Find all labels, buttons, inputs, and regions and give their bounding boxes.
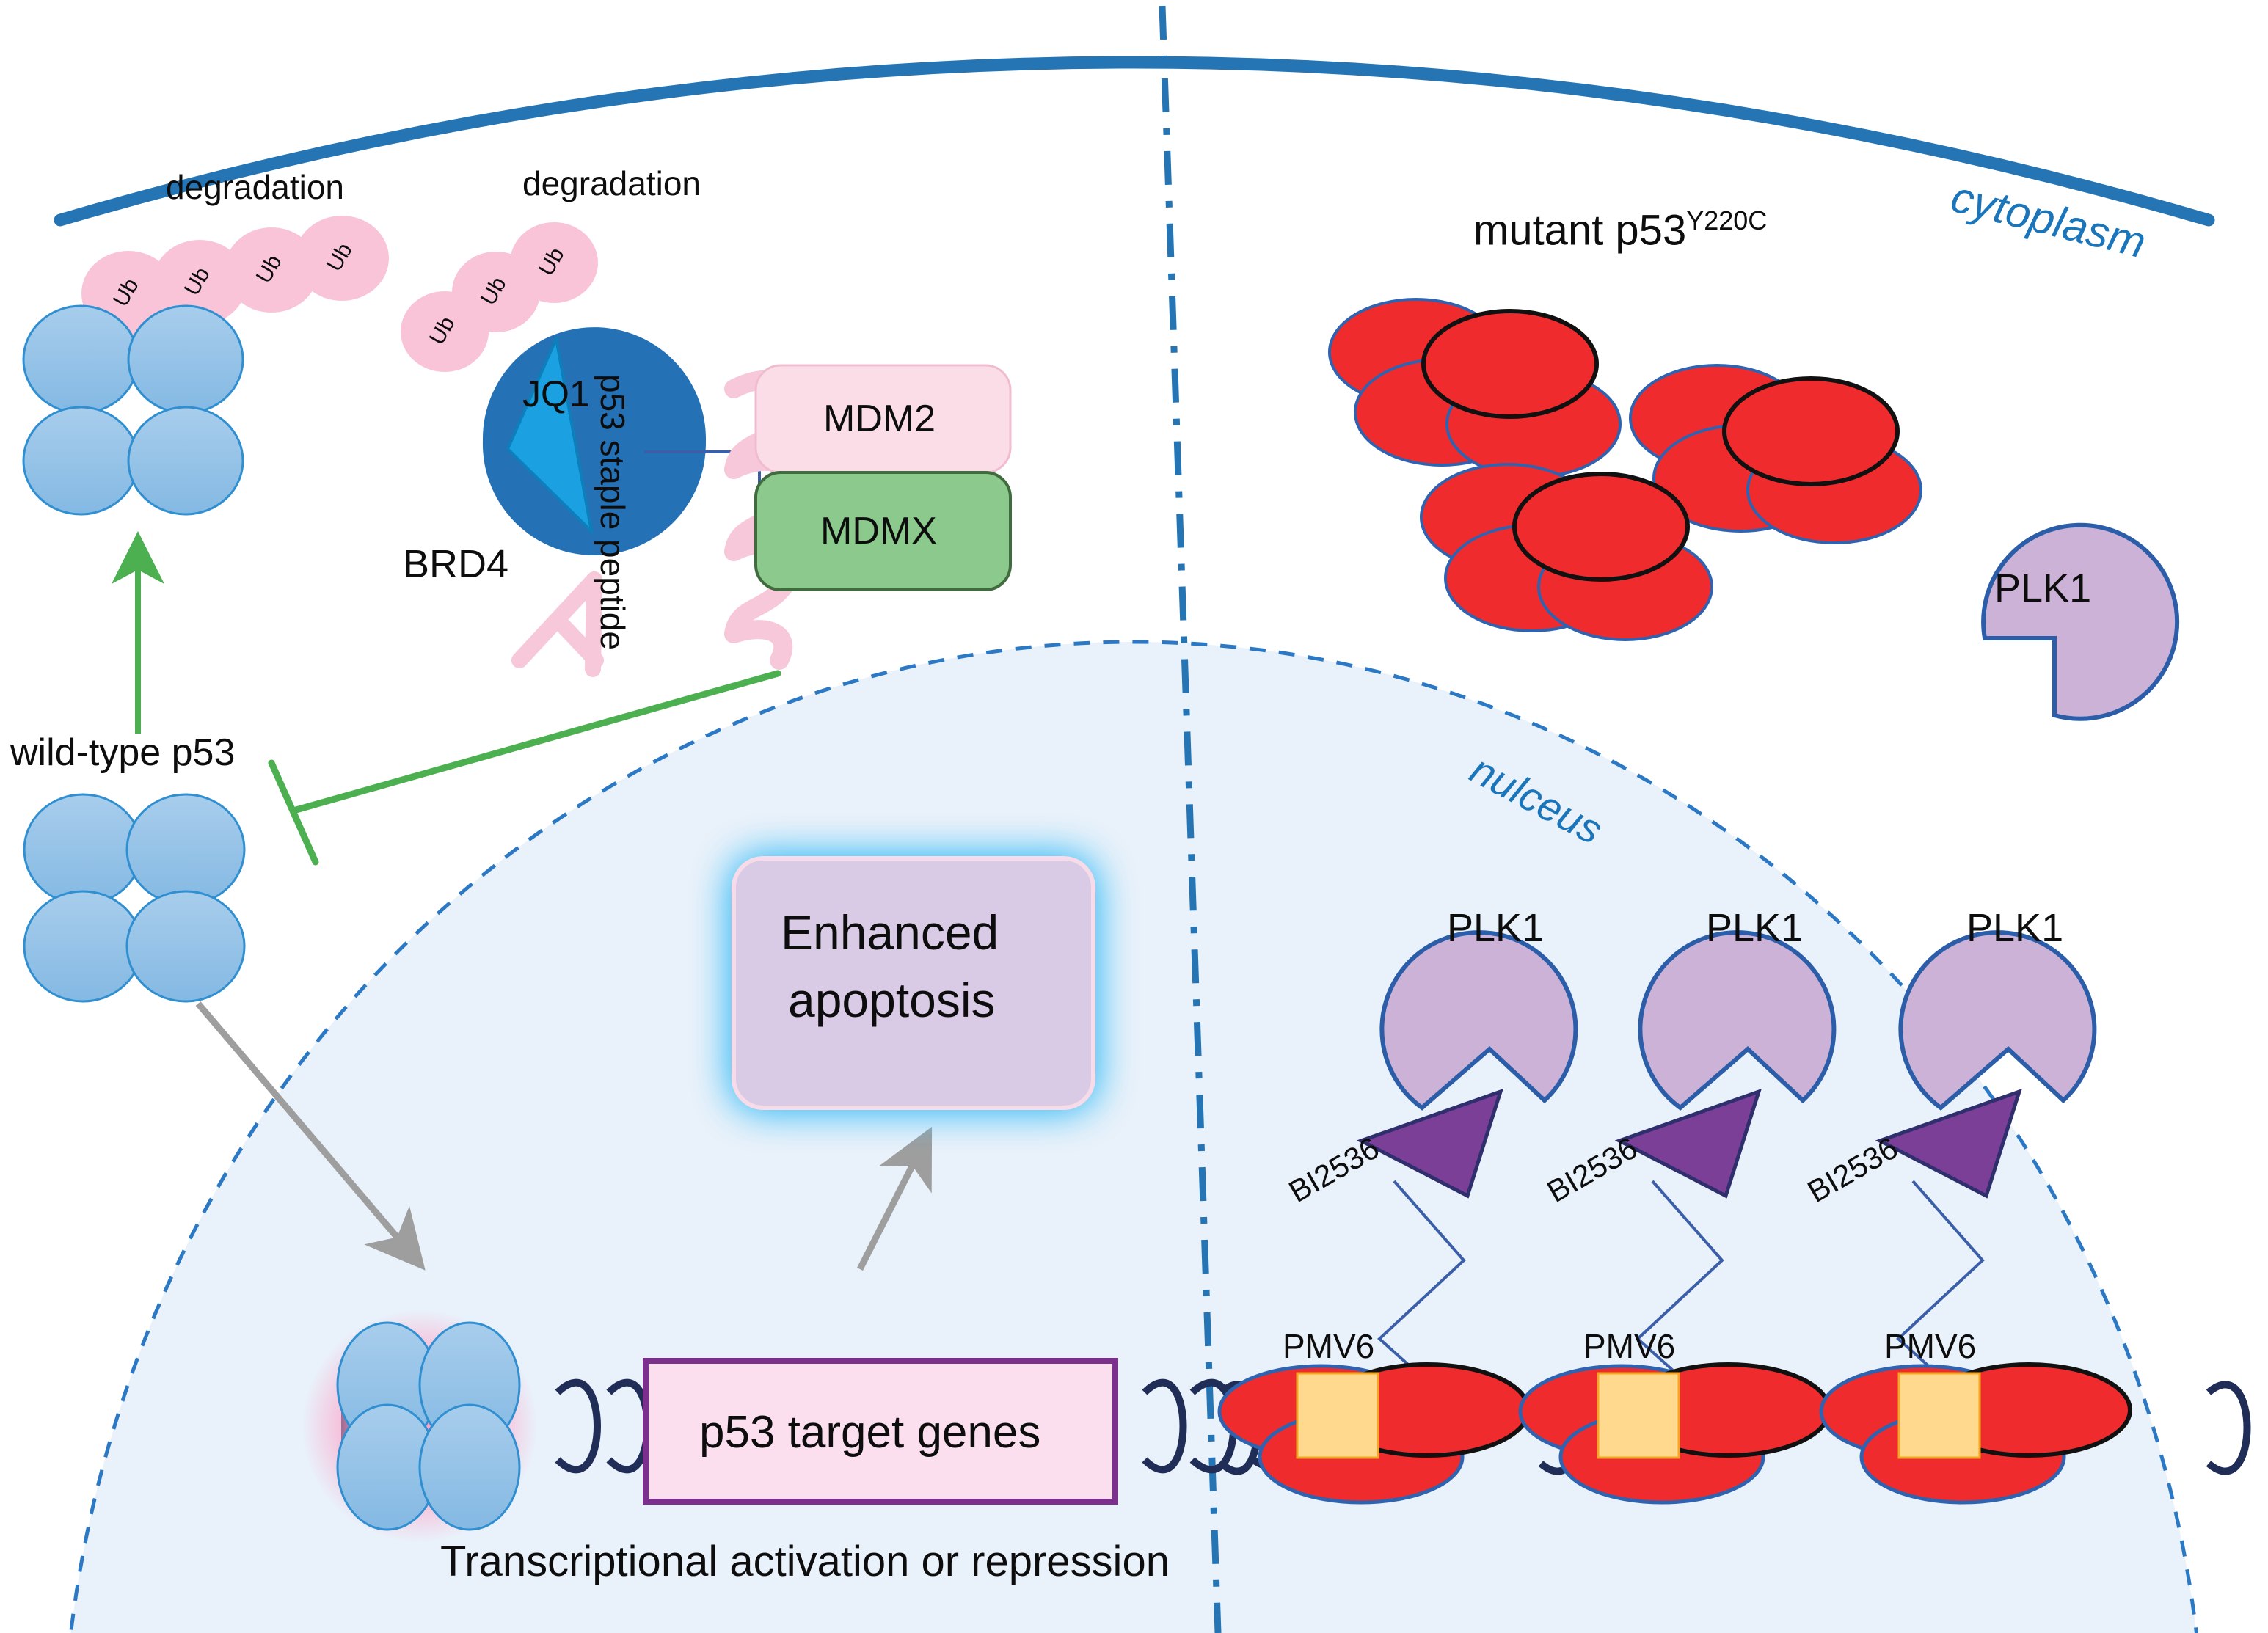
mutant-p53-aggregate-3 xyxy=(1420,463,1713,641)
wild-type-p53-label: wild-type p53 xyxy=(10,731,236,774)
pmv6-label-1: PMV6 xyxy=(1283,1327,1375,1365)
mutant-p53-aggregate-1 xyxy=(1328,298,1622,478)
p53-tetramer-degraded xyxy=(22,304,244,516)
wild-type-p53-tetramer xyxy=(23,793,246,1003)
jq1-label: JQ1 xyxy=(522,373,590,414)
ub-chain-2 xyxy=(401,222,598,372)
p53-on-dna xyxy=(302,1310,537,1542)
plk1-nucleus-label-1: PLK1 xyxy=(1447,906,1545,950)
enhanced-apoptosis-line1: Enhanced xyxy=(781,905,999,960)
enhanced-apoptosis-box xyxy=(732,856,1095,1110)
pink-inhibition-symbol xyxy=(511,571,604,677)
p53-staple-peptide-label: p53 staple peptide xyxy=(594,374,632,650)
enhanced-apoptosis-line2: apoptosis xyxy=(788,973,996,1027)
p53-to-dna-arrow xyxy=(195,1001,426,1271)
transcription-caption: Transcriptional activation or repression xyxy=(440,1538,1170,1585)
plk1-cytoplasm-shape xyxy=(1981,522,2180,721)
degradation-label-1: degradation xyxy=(166,168,344,206)
green-inhibition-line xyxy=(268,670,781,866)
jq1-shape xyxy=(506,334,594,536)
chromatin-right xyxy=(1217,1362,2251,1505)
brd4-label: BRD4 xyxy=(403,542,509,586)
cell-membrane-arc xyxy=(54,56,2215,227)
mutant-p53-label: mutant p53Y220C xyxy=(1473,208,1767,252)
plk1-nucleus-label-2: PLK1 xyxy=(1706,906,1804,950)
mutant-p53-aggregate-2 xyxy=(1629,364,1922,544)
ub-chain-1 xyxy=(81,216,389,336)
mdmx-label: MDMX xyxy=(820,510,937,552)
degradation-label-2: degradation xyxy=(522,164,701,202)
p53-target-genes-box xyxy=(643,1358,1118,1505)
pmv6-label-2: PMV6 xyxy=(1583,1327,1676,1365)
plk1-nucleus-label-3: PLK1 xyxy=(1966,906,2064,950)
pmv6-label-3: PMV6 xyxy=(1884,1327,1977,1365)
p53-target-genes-label: p53 target genes xyxy=(699,1407,1041,1458)
mdmx-box xyxy=(754,471,1012,591)
mutant-p53-label-main: mutant p53 xyxy=(1473,206,1687,255)
dna-to-apoptosis-arrow xyxy=(856,1126,933,1271)
panel-divider xyxy=(1159,5,1222,1633)
mdm2-label: MDM2 xyxy=(823,398,936,440)
plk1-nucleus-3 xyxy=(1875,930,2097,1416)
mutant-p53-superscript: Y220C xyxy=(1686,205,1768,235)
plk1-cytoplasm-label: PLK1 xyxy=(1994,566,2092,610)
